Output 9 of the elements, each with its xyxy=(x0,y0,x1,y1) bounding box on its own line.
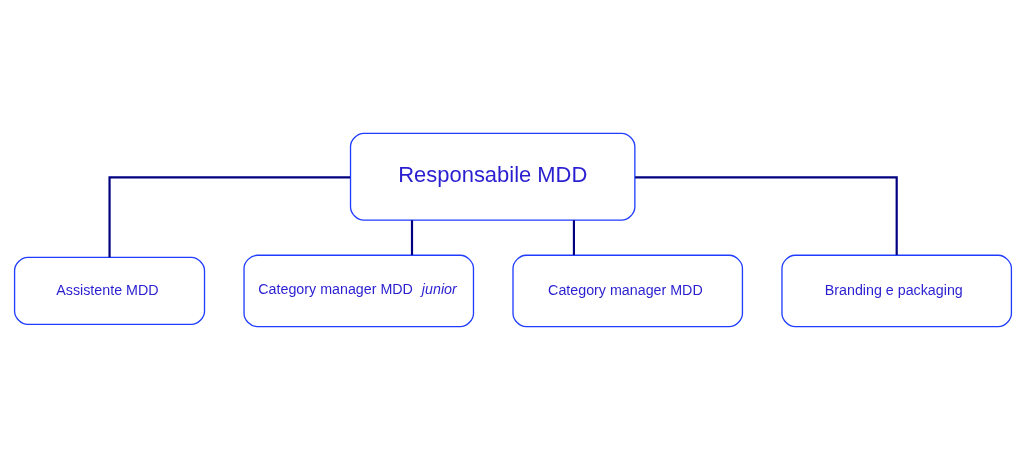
connector xyxy=(108,175,351,257)
connector xyxy=(572,219,576,255)
connector xyxy=(410,219,414,255)
node-box: Category manager MDD junior xyxy=(243,254,475,327)
node-box: Assistente MDD xyxy=(13,256,206,325)
node-box: Branding e packaging xyxy=(781,254,1013,327)
node-box: Responsabile MDD xyxy=(349,132,636,221)
connector xyxy=(635,175,898,255)
node-box: Category manager MDD xyxy=(512,254,744,327)
